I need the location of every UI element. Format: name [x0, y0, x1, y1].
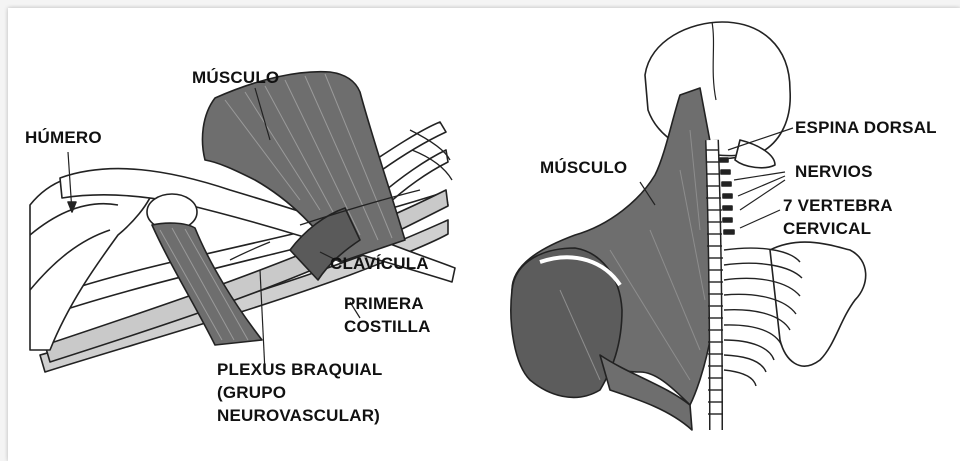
skull-illustration	[645, 22, 790, 156]
label-clavicle: CLAVÍCULA	[330, 254, 429, 274]
label-muscle-left: MÚSCULO	[192, 68, 279, 88]
label-humerus: HÚMERO	[25, 128, 102, 148]
label-first-rib-line1: PRIMERA	[344, 294, 424, 314]
label-brachial-plexus-line2: (GRUPO	[217, 383, 286, 403]
label-c7-line2: CERVICAL	[783, 219, 871, 239]
label-brachial-plexus-line3: NEUROVASCULAR)	[217, 406, 380, 426]
label-c7-line1: 7 VERTEBRA	[783, 196, 893, 216]
label-nerves: NERVIOS	[795, 162, 873, 182]
label-spine: ESPINA DORSAL	[795, 118, 937, 138]
spine-illustration	[706, 140, 734, 430]
label-brachial-plexus-line1: PLEXUS BRAQUIAL	[217, 360, 382, 380]
label-muscle-right: MÚSCULO	[540, 158, 627, 178]
label-first-rib-line2: COSTILLA	[344, 317, 431, 337]
